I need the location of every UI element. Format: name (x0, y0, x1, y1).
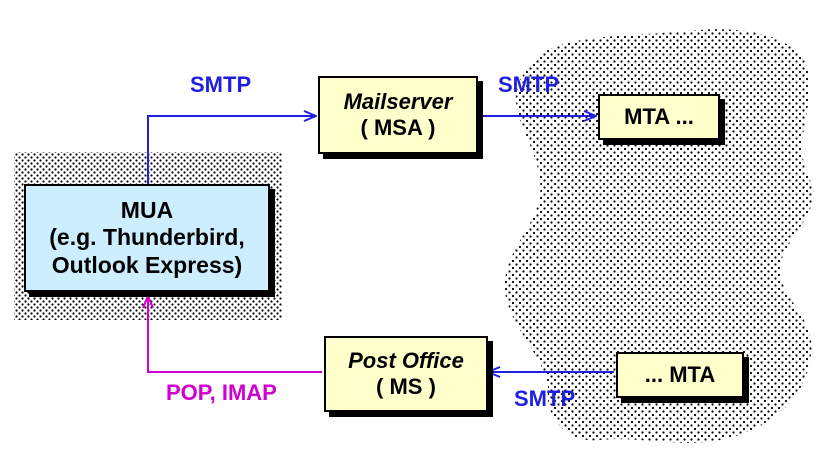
mta-in-box: ... MTA (616, 352, 744, 398)
msa-role: ( MSA ) (360, 115, 436, 140)
label-smtp-msa-mta: SMTP (498, 72, 560, 97)
ms-role: ( MS ) (376, 374, 436, 399)
label-pop-imap: POP, IMAP (166, 380, 277, 405)
mta-in-label: ... MTA (644, 361, 716, 387)
label-smtp-mua-msa: SMTP (190, 72, 252, 97)
msa-box: Mailserver ( MSA ) (318, 76, 478, 154)
mua-example: (e.g. Thunderbird, (49, 224, 245, 251)
ms-box: Post Office ( MS ) (324, 336, 488, 412)
label-smtp-mta-ms: SMTP (514, 386, 576, 411)
mta-out-box: MTA ... (598, 94, 720, 140)
mua-example-2: Outlook Express) (51, 251, 243, 278)
internet-cloud (504, 29, 814, 443)
mua-box: MUA (e.g. Thunderbird, Outlook Express) (24, 184, 270, 292)
msa-name: Mailserver (343, 88, 453, 114)
mta-out-label: MTA ... (624, 103, 694, 129)
mua-title: MUA (120, 196, 174, 223)
edge-ms-to-mua (148, 296, 322, 373)
edge-mua-to-msa (147, 116, 316, 184)
ms-name: Post Office (348, 347, 464, 373)
